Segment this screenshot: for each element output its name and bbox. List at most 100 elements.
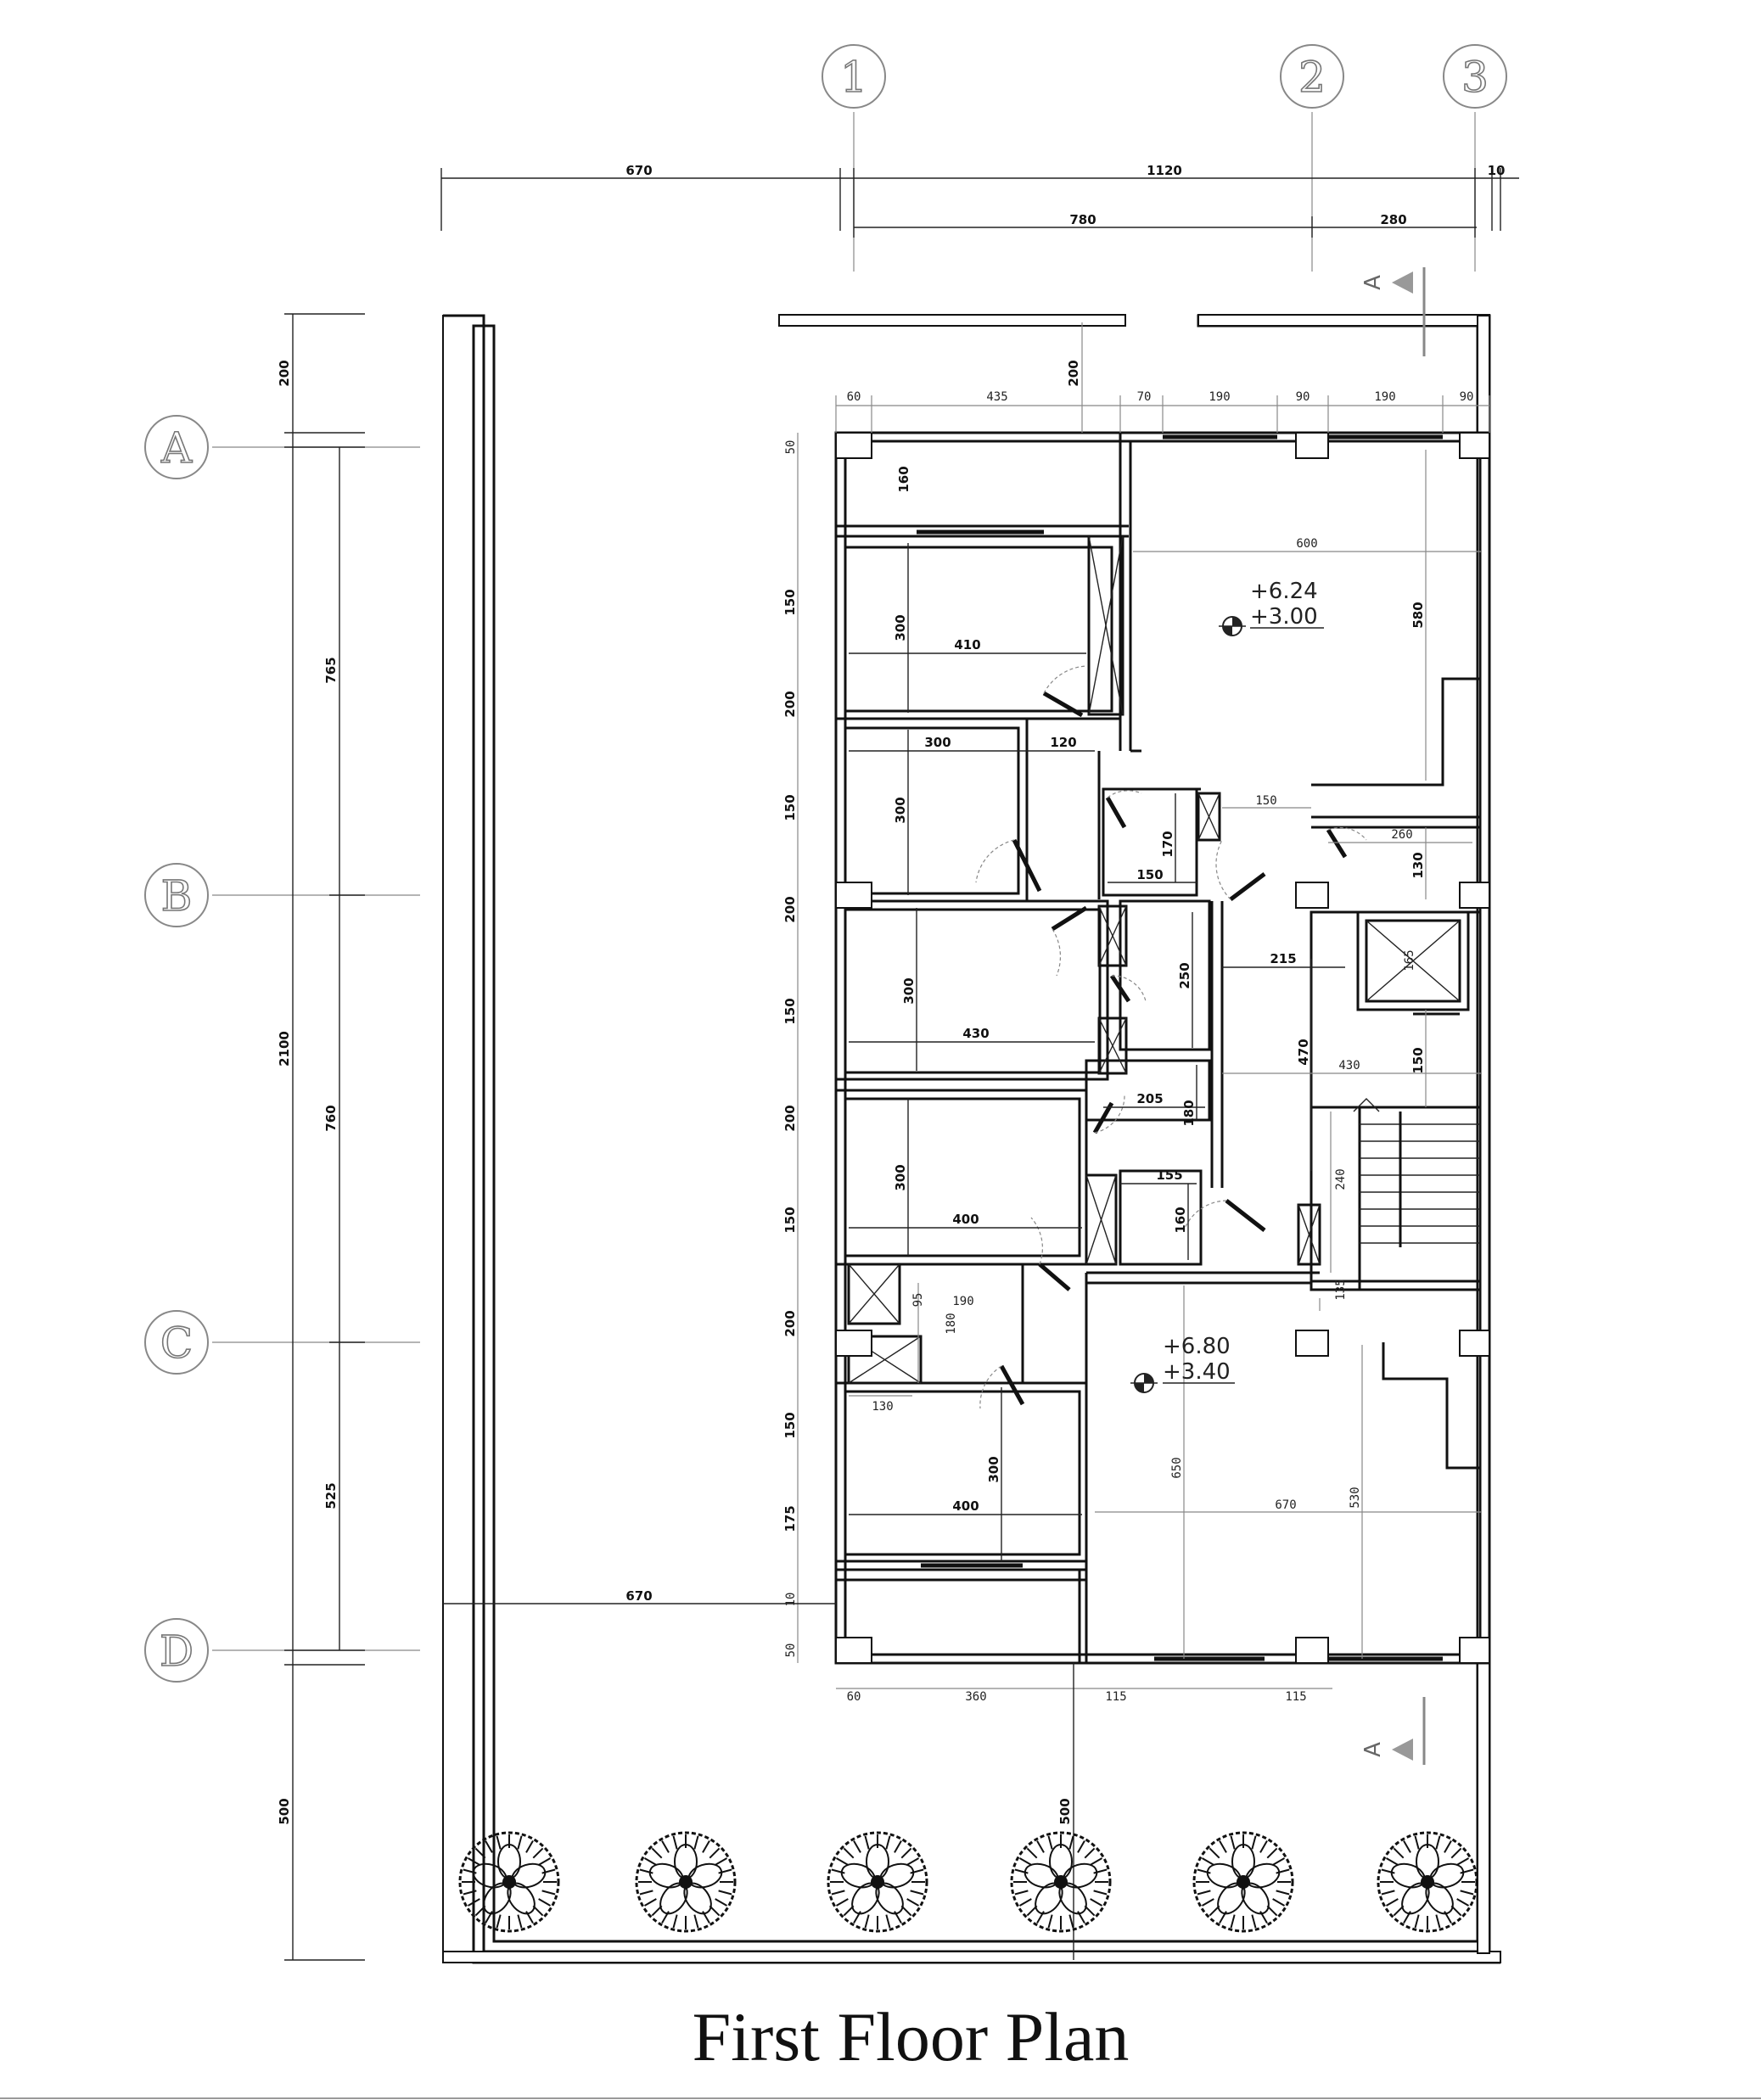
dim-top-190b: 190 — [1374, 390, 1395, 404]
axis-label-C: C — [160, 1319, 193, 1368]
section-marker-bottom: A — [1360, 1697, 1426, 1765]
dim-bed5-h: 300 — [986, 1456, 1001, 1482]
dim-left-d0: 50 — [784, 440, 798, 455]
dim-top-10: 10 — [1488, 163, 1506, 178]
dim-bath4-h: 160 — [1173, 1207, 1188, 1233]
axis-bubble-B — [144, 863, 209, 927]
dim-left-d10: 150 — [782, 1412, 798, 1438]
dim-hall2: 150 — [1255, 794, 1276, 808]
detail-dimensions: 60 435 70 190 90 190 90 200 50 160 150 2… — [443, 322, 1490, 1960]
tree-icon — [458, 1831, 560, 1933]
section-marker-top: A — [1360, 267, 1426, 356]
tree-icon — [1192, 1831, 1294, 1933]
dim-bed5-w: 400 — [952, 1498, 979, 1514]
section-label-bottom: A — [1360, 1742, 1386, 1757]
dim-top-60: 60 — [847, 390, 861, 404]
dim-stair-run: 240 — [1334, 1168, 1348, 1190]
dim-bath5-s: 95 — [911, 1293, 925, 1308]
dim-stair-w: 430 — [1338, 1059, 1360, 1072]
dim-top-670: 670 — [625, 163, 652, 178]
dim-liv1-w: 600 — [1296, 537, 1317, 551]
left-dimension-chains: 200 2100 500 765 760 525 — [277, 313, 365, 1961]
dim-bed2-w: 300 — [924, 735, 951, 750]
axis-label-3: 3 — [1461, 53, 1489, 102]
axis-bubble-2 — [1280, 44, 1344, 109]
dim-left-d7: 200 — [782, 1105, 798, 1131]
top-dimension-chains: 670 1120 10 780 280 — [440, 163, 1519, 238]
dim-bath3-w: 205 — [1136, 1091, 1163, 1106]
axis-bubble-D — [144, 1618, 209, 1683]
dim-top-1120: 1120 — [1147, 163, 1182, 178]
dim-top-190a: 190 — [1209, 390, 1230, 404]
axis-label-B: B — [161, 871, 193, 921]
dim-left-765: 765 — [323, 657, 339, 683]
dim-left-760: 760 — [323, 1105, 339, 1131]
dim-left-d8: 150 — [782, 1207, 798, 1233]
dim-stair-bot: 135 — [1334, 1279, 1348, 1300]
dim-liv2-h: 650 — [1170, 1457, 1184, 1478]
dim-bath1-w: 150 — [1136, 867, 1163, 882]
tree-icon — [635, 1831, 737, 1933]
axis-bubble-C — [144, 1310, 209, 1375]
building-walls — [834, 431, 1491, 1665]
axis-bubble-1 — [822, 44, 886, 109]
dim-left-d5: 200 — [782, 896, 798, 922]
plan-title: First Floor Plan — [693, 1998, 1130, 2075]
dim-left-d4: 150 — [782, 794, 798, 820]
dim-liv2-r: 530 — [1349, 1487, 1362, 1508]
room-dimensions: 410 300 300 300 120 150 170 430 300 250 … — [849, 450, 1481, 1659]
dim-bottom-360: 360 — [965, 1690, 986, 1704]
dim-bottom-60: 60 — [847, 1690, 861, 1704]
dim-setback-200: 200 — [1066, 360, 1081, 386]
dim-bed3-h: 300 — [901, 977, 917, 1004]
dim-lift: 165 — [1403, 949, 1416, 971]
dim-hall3-h: 130 — [1410, 852, 1426, 878]
dim-top-435: 435 — [986, 390, 1007, 404]
dim-left-d1: 160 — [896, 466, 911, 492]
dim-bath2-h: 250 — [1177, 962, 1192, 988]
tree-icon — [1010, 1831, 1112, 1933]
site-boundary-wall — [442, 314, 1501, 1964]
dim-stair-top: 150 — [1410, 1047, 1426, 1073]
dim-top-90b: 90 — [1460, 390, 1474, 404]
dim-bath3-h: 180 — [1181, 1100, 1197, 1126]
dim-left-d2: 150 — [782, 589, 798, 615]
dim-bed2-h: 300 — [893, 797, 908, 823]
dim-left-d3: 200 — [782, 691, 798, 717]
dim-left-d12: 10 — [784, 1593, 798, 1607]
axis-label-1: 1 — [840, 53, 867, 102]
dim-left-525: 525 — [323, 1482, 339, 1509]
doors — [975, 665, 1367, 1409]
grid-axes: 1 2 3 A B C D — [144, 44, 1507, 1683]
dim-bed4-h: 300 — [893, 1164, 908, 1190]
dim-bed4-w: 400 — [952, 1212, 979, 1227]
dim-bath5-h: 180 — [945, 1313, 958, 1334]
dim-bottom-115a: 115 — [1105, 1690, 1126, 1704]
dim-left-d9: 200 — [782, 1310, 798, 1336]
dim-top-90a: 90 — [1296, 390, 1310, 404]
level-marker-upper: +6.24 +3.00 — [1219, 579, 1324, 636]
tree-icon — [1377, 1831, 1478, 1933]
dim-bath4-w: 155 — [1156, 1168, 1182, 1183]
dim-top-70: 70 — [1137, 390, 1152, 404]
dim-bottom-setback-500: 500 — [1057, 1798, 1073, 1824]
axis-bubble-3 — [1443, 44, 1507, 109]
level-marker-lower: +6.80 +3.40 — [1130, 1334, 1235, 1393]
level-lower-top: +6.80 — [1163, 1334, 1231, 1359]
dim-hall3: 260 — [1391, 828, 1412, 842]
wardrobes — [847, 535, 1321, 1385]
axis-label-2: 2 — [1298, 53, 1326, 102]
dim-bed3-w: 430 — [962, 1026, 989, 1041]
dim-liv1-h: 580 — [1410, 602, 1426, 628]
trees — [458, 1831, 1478, 1933]
dim-bottom-115b: 115 — [1285, 1690, 1306, 1704]
dim-liv2-w: 670 — [1275, 1498, 1296, 1512]
section-label-top: A — [1360, 275, 1386, 290]
tree-icon — [827, 1831, 928, 1933]
dim-left-d6: 150 — [782, 998, 798, 1024]
dim-left-500: 500 — [277, 1798, 292, 1824]
dim-lobby-h: 470 — [1296, 1039, 1311, 1065]
level-upper-bottom: +3.00 — [1250, 604, 1318, 630]
dim-bath1-h: 170 — [1160, 831, 1175, 857]
